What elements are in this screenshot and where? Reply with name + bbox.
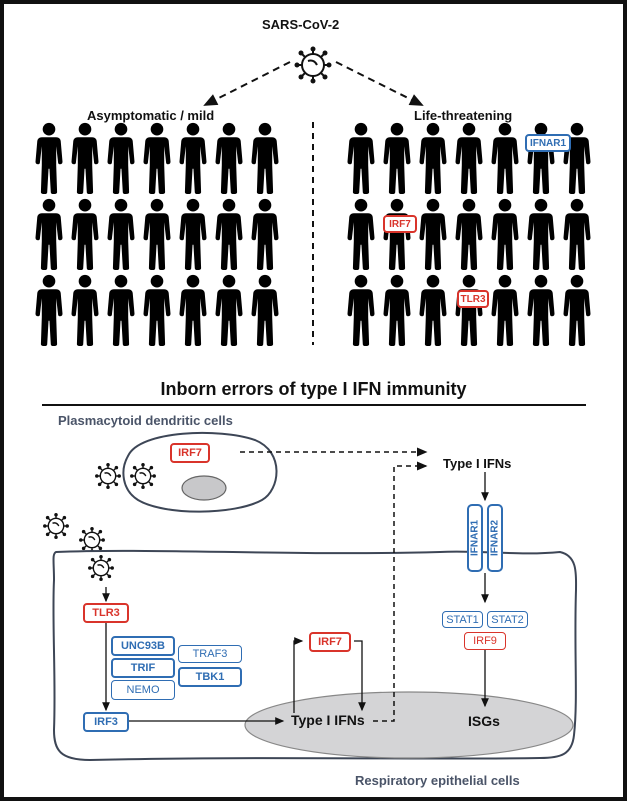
epithelial-irf7-box: IRF7 — [309, 632, 351, 652]
extracellular-ifns-label: Type I IFNs — [443, 456, 512, 471]
person-icon — [179, 122, 207, 194]
virus-icon — [78, 526, 106, 554]
person-icon — [251, 122, 279, 194]
ifnar1-receptor: IFNAR1 — [467, 504, 483, 572]
person-icon — [347, 122, 375, 194]
virus-icon — [94, 462, 122, 490]
epithelial-label: Respiratory epithelial cells — [355, 773, 520, 788]
trif-box: TRIF — [111, 658, 175, 678]
person-icon — [35, 122, 63, 194]
person-icon — [179, 274, 207, 346]
isgs-label: ISGs — [468, 713, 500, 729]
arrow-to-mild — [203, 61, 291, 106]
traf3-box: TRAF3 — [178, 645, 242, 663]
person-icon — [71, 122, 99, 194]
nemo-box: NEMO — [111, 680, 175, 700]
person-icon — [419, 274, 447, 346]
person-icon — [215, 274, 243, 346]
person-icon — [143, 198, 171, 270]
tag-tlr3: TLR3 — [457, 290, 489, 308]
ifn-secretion-arrow — [373, 461, 428, 722]
person-icon — [383, 122, 411, 194]
person-icon — [215, 122, 243, 194]
person-icon — [527, 198, 555, 270]
severe-people-group — [347, 122, 591, 346]
ifnar2-receptor: IFNAR2 — [487, 504, 503, 572]
person-icon — [455, 122, 483, 194]
person-icon — [455, 198, 483, 270]
severe-group-label: Life-threatening — [414, 108, 513, 123]
unc93b-box: UNC93B — [111, 636, 175, 656]
pdc-cell-outline — [122, 431, 278, 513]
person-icon — [143, 274, 171, 346]
arrow-to-severe — [335, 61, 424, 106]
person-icon — [491, 122, 519, 194]
tlr3-box: TLR3 — [83, 603, 129, 623]
mild-people-group — [35, 122, 279, 346]
person-icon — [215, 198, 243, 270]
epithelial-nucleus — [244, 691, 574, 759]
tag-ifnar1: IFNAR1 — [525, 134, 571, 152]
person-icon — [347, 274, 375, 346]
stat2-box: STAT2 — [487, 611, 528, 628]
person-icon — [527, 274, 555, 346]
person-icon — [383, 274, 411, 346]
virus-label: SARS-CoV-2 — [262, 17, 340, 32]
pdc-label: Plasmacytoid dendritic cells — [58, 413, 233, 428]
tag-irf7: IRF7 — [383, 215, 417, 233]
person-icon — [179, 198, 207, 270]
person-icon — [143, 122, 171, 194]
virus-icon — [87, 554, 115, 582]
tbk1-box: TBK1 — [178, 667, 242, 687]
pdc-nucleus — [181, 475, 227, 501]
stat1-box: STAT1 — [442, 611, 483, 628]
person-icon — [71, 198, 99, 270]
irf3-box: IRF3 — [83, 712, 129, 732]
virus-icon — [42, 512, 70, 540]
person-icon — [563, 198, 591, 270]
person-icon — [107, 122, 135, 194]
nuclear-ifns-label: Type I IFNs — [291, 712, 365, 728]
person-icon — [71, 274, 99, 346]
person-icon — [419, 122, 447, 194]
person-icon — [491, 198, 519, 270]
sars-cov-2-virus-icon — [293, 45, 333, 85]
section-title: Inborn errors of type I IFN immunity — [160, 379, 467, 399]
mild-group-label: Asymptomatic / mild — [87, 108, 215, 123]
person-icon — [251, 198, 279, 270]
person-icon — [455, 274, 483, 346]
pdc-irf7: IRF7 — [170, 443, 210, 463]
person-icon — [251, 274, 279, 346]
person-icon — [107, 198, 135, 270]
irf7-to-ifn-arrow — [354, 640, 366, 712]
person-icon — [347, 198, 375, 270]
person-icon — [107, 274, 135, 346]
irf9-box: IRF9 — [464, 632, 506, 650]
person-icon — [563, 274, 591, 346]
person-icon — [491, 274, 519, 346]
ifn-to-irf7-arrow — [293, 637, 304, 713]
virus-icon — [129, 462, 157, 490]
person-icon — [383, 198, 411, 270]
person-icon — [35, 198, 63, 270]
person-icon — [419, 198, 447, 270]
person-icon — [35, 274, 63, 346]
